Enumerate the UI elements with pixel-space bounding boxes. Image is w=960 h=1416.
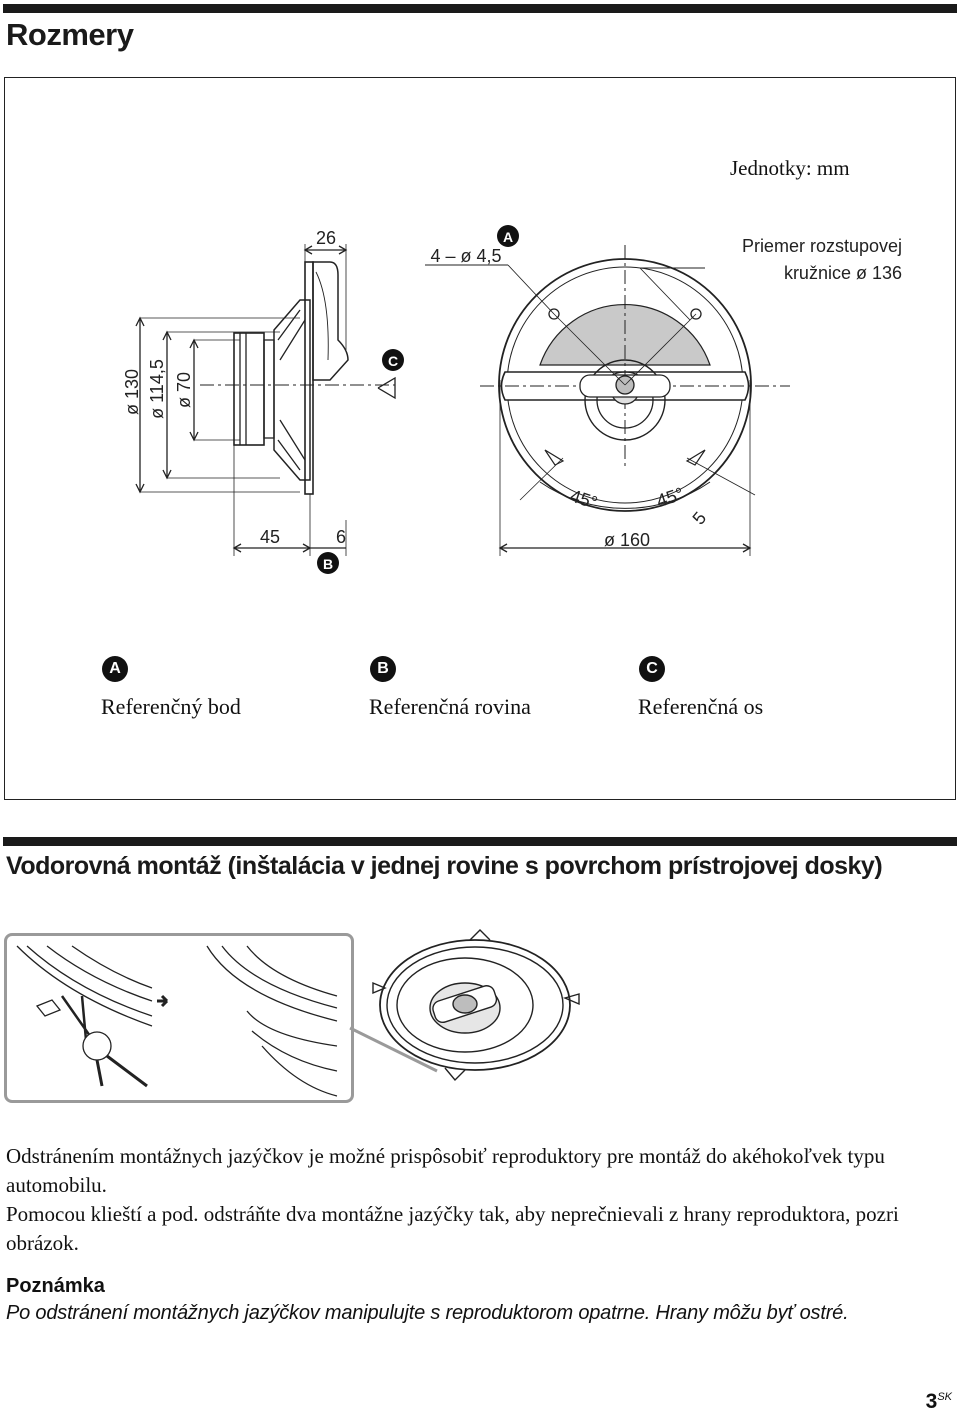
flush-mount-instructions: Odstránením montážnych jazýčkov je možné… xyxy=(6,1142,946,1258)
section-title-dimensions: Rozmery xyxy=(6,17,134,52)
note-text: Po odstránení montážnych jazýčkov manipu… xyxy=(6,1302,849,1324)
legend-label-c: Referenčná os xyxy=(638,694,764,719)
page-number: 3SK xyxy=(926,1390,952,1414)
instruction-paragraph-2: Pomocou klieští a pod. odstráňte dva mon… xyxy=(6,1202,899,1255)
page-number-suffix: SK xyxy=(937,1391,952,1403)
dimensions-figure-frame xyxy=(4,77,956,800)
dim-holes: 4 – ø 4,5 xyxy=(430,246,501,266)
marker-a-text: A xyxy=(503,229,513,245)
dim-width-45: 45 xyxy=(260,527,280,547)
dim-width-26: 26 xyxy=(316,228,336,248)
legend-label-b: Referenčná rovina xyxy=(369,694,531,719)
marker-b-drawing: B xyxy=(317,552,339,574)
front-view xyxy=(425,245,790,556)
page-number-value: 3 xyxy=(925,1390,938,1413)
marker-b-text: B xyxy=(323,556,333,572)
dim-width-6: 6 xyxy=(336,527,346,547)
dim-pcd-line1: Priemer rozstupovej xyxy=(742,236,902,256)
units-label: Jednotky: mm xyxy=(730,156,850,180)
dim-diameter-70: ø 70 xyxy=(174,372,194,408)
dim-angle-left: 45° xyxy=(568,486,600,513)
legend-marker-c: C xyxy=(639,656,665,682)
legend-item-a: A Referenčný bod xyxy=(101,656,241,720)
marker-c-text: C xyxy=(388,353,398,369)
note-title: Poznámka xyxy=(6,1275,105,1297)
dim-diameter-114: ø 114,5 xyxy=(147,359,167,419)
section-title-flush-mount: Vodorovná montáž (inštalácia v jednej ro… xyxy=(6,852,883,880)
legend-marker-a: A xyxy=(102,656,128,682)
legend-item-b: B Referenčná rovina xyxy=(369,656,531,720)
speaker-front-illustration xyxy=(349,929,580,1082)
section-rule-middle xyxy=(3,837,957,846)
legend-marker-b: B xyxy=(370,656,396,682)
legend-label-a: Referenčný bod xyxy=(101,694,241,719)
tab-removal-illustration xyxy=(4,933,354,1103)
dim-angle-right: 45° xyxy=(654,484,686,511)
dim-diameter-160: ø 160 xyxy=(604,530,650,550)
instruction-paragraph-1: Odstránením montážnych jazýčkov je možné… xyxy=(6,1144,885,1197)
dim-diameter-130: ø 130 xyxy=(122,369,142,415)
side-view xyxy=(135,244,396,556)
dim-offset-5: 5 xyxy=(689,508,711,529)
tab-removal-drawing xyxy=(16,945,338,1097)
section-rule-top xyxy=(3,4,957,13)
marker-c-drawing: C xyxy=(382,349,404,371)
dim-pcd-line2: kružnice ø 136 xyxy=(784,263,902,283)
legend-item-c: C Referenčná os xyxy=(638,656,763,720)
speaker-dimension-drawing: A B C ø 130 ø 114,5 ø 70 26 45 6 4 – ø 4… xyxy=(122,225,902,574)
marker-a-drawing: A xyxy=(497,225,519,247)
